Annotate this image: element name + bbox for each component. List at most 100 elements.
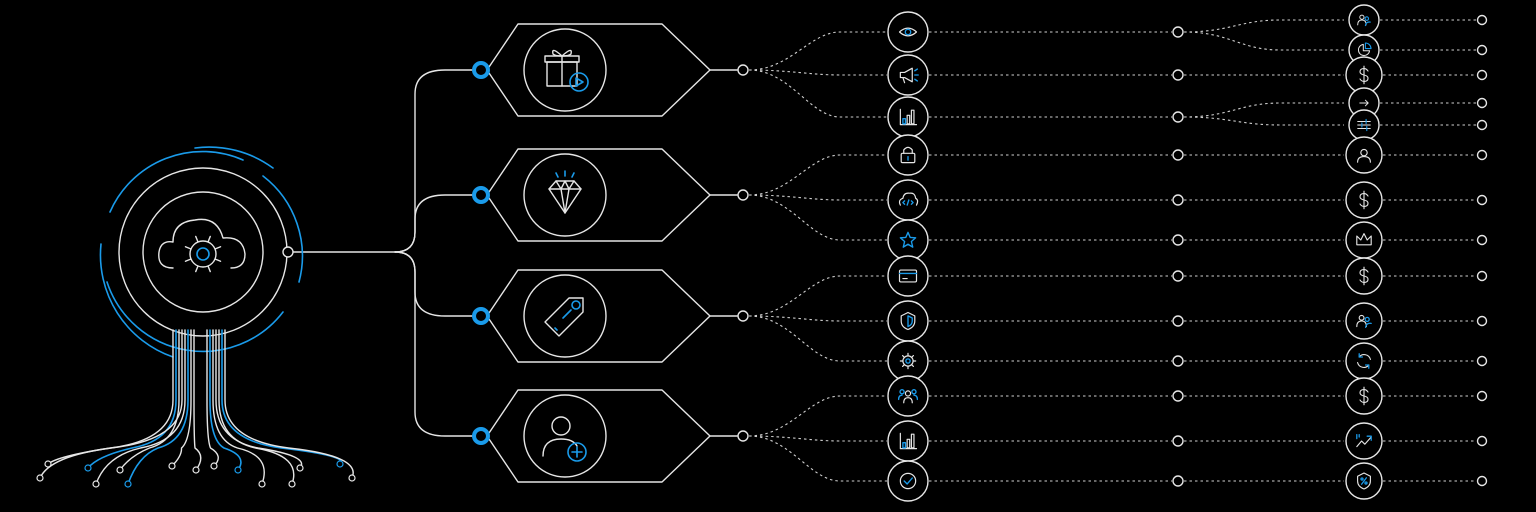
bar-chart-icon (899, 432, 918, 450)
root-tendrils (36, 329, 356, 488)
pie-chart-icon (1357, 42, 1372, 57)
output-node (1345, 136, 1488, 174)
trunk-branch (394, 251, 479, 317)
output-node (1345, 302, 1488, 340)
feature-node (887, 96, 929, 138)
category-port (472, 186, 490, 204)
gear-icon (899, 352, 917, 370)
trunk-branch (394, 69, 479, 253)
category-port (472, 61, 490, 79)
end-dot (1476, 390, 1488, 402)
feature-node (887, 134, 929, 176)
category-tag (472, 269, 749, 363)
team-icon (897, 389, 919, 404)
mid-dot (1172, 234, 1184, 246)
diamond-icon (548, 170, 582, 214)
trunk-branch (394, 194, 479, 253)
category-icon-ring (523, 394, 607, 478)
category-hexagon (486, 389, 711, 483)
output-nodes (1345, 4, 1488, 500)
eye-icon (898, 27, 918, 37)
users-group-icon (1356, 314, 1372, 329)
dollar-icon (1359, 65, 1369, 85)
mid-dot (1172, 355, 1184, 367)
refresh-icon (1357, 353, 1371, 369)
user-icon (1357, 148, 1371, 163)
category-gift (472, 23, 749, 117)
category-out-port (737, 189, 749, 201)
cloud-code-icon (898, 192, 919, 206)
end-dot (1476, 97, 1488, 109)
arrow-icon (1359, 99, 1369, 107)
category-nodes (472, 23, 749, 483)
category-icon-ring (523, 28, 607, 112)
output-node (1345, 181, 1488, 219)
feature-node (887, 340, 929, 382)
feature-node (887, 460, 929, 502)
category-icon-ring (523, 153, 607, 237)
end-dot (1476, 194, 1488, 206)
feature-node (887, 54, 929, 96)
mid-dot (1172, 26, 1184, 38)
feature-node (887, 11, 929, 53)
output-node (1345, 377, 1488, 415)
feature-nodes (887, 11, 1184, 502)
lock-icon (900, 146, 916, 164)
dollar-icon (1359, 386, 1369, 406)
mid-dot (1172, 435, 1184, 447)
end-dot (1476, 119, 1488, 131)
end-dot (1476, 315, 1488, 327)
output-node (1345, 257, 1488, 295)
end-dot (1476, 44, 1488, 56)
feature-node (887, 255, 929, 297)
category-out-port (737, 64, 749, 76)
mid-dot (1172, 69, 1184, 81)
output-node (1348, 109, 1488, 141)
output-node (1345, 422, 1488, 460)
root-port (282, 246, 294, 258)
dollar-icon (1359, 266, 1369, 286)
feature-node (887, 375, 929, 417)
output-node (1345, 462, 1488, 500)
end-dot (1476, 270, 1488, 282)
feature-node (887, 219, 929, 261)
feature-node (887, 420, 929, 462)
users-group-icon (1357, 14, 1371, 27)
mid-dot (1172, 270, 1184, 282)
mid-dot (1172, 111, 1184, 123)
shield-icon (900, 311, 916, 331)
category-port (472, 307, 490, 325)
root-node (36, 146, 356, 488)
connector-lines (292, 19, 1476, 482)
end-dot (1476, 475, 1488, 487)
end-dot (1476, 149, 1488, 161)
mid-dot (1172, 194, 1184, 206)
category-hexagon (486, 148, 711, 242)
crown-icon (1356, 233, 1372, 246)
category-out-port (737, 430, 749, 442)
trunk-branch (394, 251, 479, 437)
percent-shield-icon (1357, 472, 1371, 490)
feature-node (887, 300, 929, 342)
price-tag-icon (544, 297, 584, 337)
bar-chart-icon (899, 108, 918, 126)
megaphone-icon (899, 67, 919, 84)
sliders-icon (1357, 118, 1371, 132)
output-node (1348, 4, 1488, 36)
output-node (1345, 342, 1488, 380)
category-hexagon (486, 23, 711, 117)
category-hexagon (486, 269, 711, 363)
end-dot (1476, 14, 1488, 26)
end-dot (1476, 69, 1488, 81)
gift-play-icon (544, 49, 589, 92)
cloud-gear-icon (158, 218, 246, 273)
root-inner-circle (142, 191, 264, 313)
mid-dot (1172, 315, 1184, 327)
mid-dot (1172, 149, 1184, 161)
user-add-icon (542, 416, 587, 462)
end-dot (1476, 234, 1488, 246)
star-icon (899, 231, 917, 248)
category-out-port (737, 310, 749, 322)
trend-up-icon (1356, 433, 1372, 448)
